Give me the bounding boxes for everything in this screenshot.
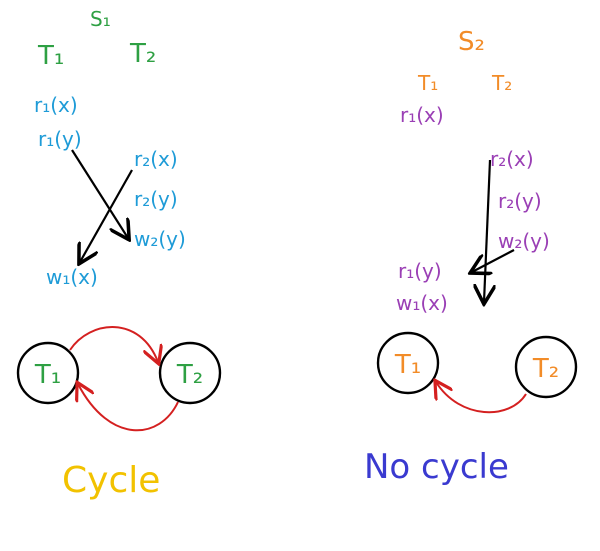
s1-edge-t2-to-t1 (78, 384, 179, 432)
s2-node-t1-label: T₁ (394, 350, 421, 380)
s1-op-r1y: r₁(y) (38, 127, 82, 151)
s1-node-t1-label: T₁ (34, 360, 61, 390)
s2-op-r2y: r₂(y) (498, 189, 542, 213)
s1-verdict: Cycle (62, 460, 160, 501)
s1-edge-t1-to-t2 (69, 326, 158, 362)
s2-node-t1 (376, 331, 440, 395)
s1-conflict-arrow-r2x-w1x (80, 169, 133, 262)
schedule-s2-panel: S₂ T₁ T₂ r₁(x) r₂(x) r₂(y) w₂(y) r₁(y) w… (364, 27, 578, 487)
s2-node-t2-label: T₂ (532, 354, 559, 384)
s1-t2-header: T₂ (129, 39, 156, 69)
s1-op-r2x: r₂(x) (134, 147, 178, 171)
s2-node-t2 (514, 335, 578, 399)
s2-t2-header: T₂ (491, 71, 512, 95)
schedule-s1-panel: S₁ T₁ T₂ r₁(x) r₁(y) r₂(x) r₂(y) w₂(y) w… (16, 7, 222, 501)
s1-op-w1x: w₁(x) (46, 265, 98, 289)
s2-conflict-arrow-r2x-w1x (484, 159, 490, 302)
s1-op-r2y: r₂(y) (134, 187, 178, 211)
s1-node-t2-label: T₂ (176, 360, 203, 390)
s2-op-w1x: w₁(x) (396, 291, 448, 315)
s1-node-t1 (16, 341, 80, 405)
s2-op-r1x: r₁(x) (400, 103, 444, 127)
s1-t1-header: T₁ (37, 41, 64, 71)
s2-op-r2x: r₂(x) (490, 147, 534, 171)
s1-conflict-arrow-r1y-w2y (71, 149, 128, 238)
s2-edge-t2-to-t1 (436, 382, 527, 414)
s2-t1-header: T₁ (417, 71, 438, 95)
s1-label: S₁ (90, 7, 111, 31)
s1-op-w2y: w₂(y) (134, 227, 186, 251)
s2-verdict: No cycle (364, 447, 509, 487)
s2-op-w2y: w₂(y) (498, 229, 550, 253)
s2-conflict-arrow-w2y-r1y (472, 249, 515, 272)
s2-op-r1y: r₁(y) (398, 259, 442, 283)
s2-label: S₂ (458, 27, 485, 57)
s1-node-t2 (158, 341, 222, 405)
s1-op-r1x: r₁(x) (34, 93, 78, 117)
